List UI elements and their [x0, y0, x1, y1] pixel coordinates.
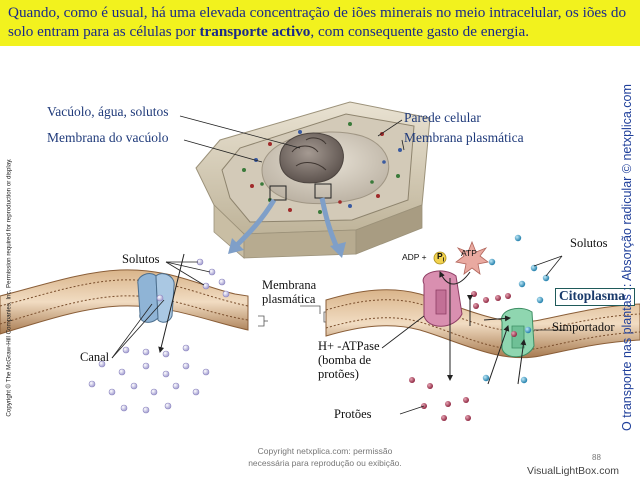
atp-arrow — [439, 271, 471, 285]
label-hatpase-2: (bomba de — [318, 353, 372, 367]
label-pi-letter: P — [437, 251, 443, 261]
right-membrane — [325, 289, 640, 359]
zoom-box-left — [269, 185, 287, 201]
label-membrana-vacuolo: Membrana do vacúolo — [47, 130, 169, 145]
label-pi: Pi — [437, 251, 444, 264]
left-solute-particles — [88, 258, 230, 414]
banner-text: Quando, como é usual, há uma elevada con… — [8, 3, 634, 41]
cell-leader-lines — [179, 115, 405, 163]
label-vacuolo: Vacúolo, água, solutos — [47, 104, 169, 119]
diagram — [0, 101, 640, 421]
pi-circle — [433, 251, 447, 265]
label-solutos-right: Solutos — [570, 236, 608, 250]
label-citoplasma: Citoplasma — [559, 288, 626, 303]
side-copyright-left: Copyright © The McGraw-Hill Companies, I… — [5, 158, 13, 417]
label-adp: ADP + — [402, 252, 427, 262]
header-banner — [0, 0, 640, 46]
page-number: 88 — [592, 453, 601, 462]
right-flow-arrows — [447, 278, 527, 385]
label-canal: Canal — [80, 350, 110, 364]
label-solutos-left: Solutos — [122, 252, 160, 266]
label-membrana-mid-2: plasmática — [262, 292, 316, 306]
banner-text-bold: transporte activo — [199, 23, 311, 40]
left-membrane — [0, 269, 249, 335]
label-parede-celular: Parede celular — [404, 110, 481, 125]
right-solute-particles — [482, 234, 550, 384]
label-simportador: Simportador — [552, 320, 615, 334]
right-leader-lines — [381, 255, 566, 415]
cell-organelle-dots — [242, 122, 402, 214]
label-protoes: Protões — [334, 407, 372, 421]
h-atpase-pump — [422, 270, 463, 327]
label-membrana-mid-1: Membrana — [262, 278, 317, 292]
footer-copyright-line-2: necessária para reprodução ou exibição. — [248, 458, 402, 468]
side-title-right: O transporte nas plantas :: Absorção rad… — [620, 84, 634, 431]
watermark: VisualLightBox.com — [527, 465, 620, 477]
plant-cell-illustration — [195, 101, 431, 259]
footer-copyright-line-1: Copyright netxplica.com: permissão — [257, 446, 393, 456]
label-pi-sub: i — [442, 257, 445, 264]
label-membrana-plasmatica-top: Membrana plasmática — [404, 130, 524, 145]
banner-text-start: Quando, como é usual, há uma elevada con… — [8, 4, 627, 40]
label-hatpase-3: protões) — [318, 367, 359, 381]
label-hatpase-1: H+ -ATPase — [318, 339, 380, 353]
banner-text-end: , com consequente gasto de energia. — [310, 23, 530, 40]
membrane-brackets — [258, 305, 330, 327]
footer-copyright: Copyright netxplica.com: permissão neces… — [200, 445, 450, 469]
channel-protein — [137, 273, 175, 323]
atp-starburst — [455, 240, 489, 275]
zoom-arrows — [228, 197, 346, 258]
left-flow-arrow — [158, 253, 185, 353]
citoplasma-box — [555, 288, 635, 306]
label-atp: ATP — [461, 248, 477, 258]
